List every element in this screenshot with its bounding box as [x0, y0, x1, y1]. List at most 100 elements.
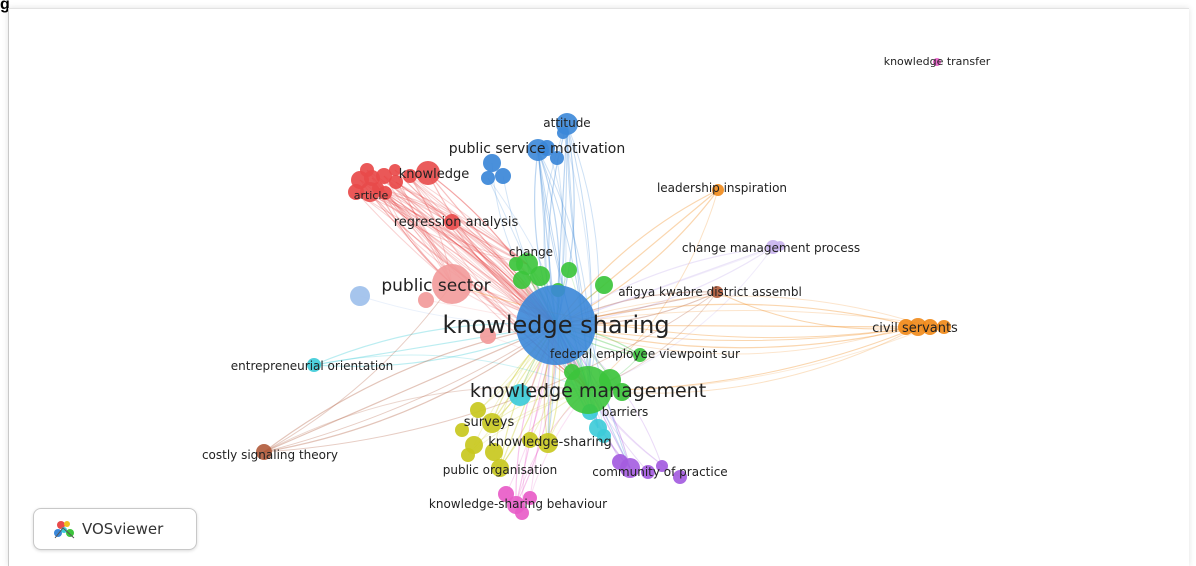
node-knowledge[interactable] — [416, 161, 440, 185]
edge-knowledge-sharing-costly-signaling-theory — [263, 324, 557, 453]
node-community-of-practice[interactable] — [620, 458, 640, 478]
label-costly-signaling-theory[interactable]: costly signaling theory — [202, 448, 338, 462]
label-federal-employee[interactable]: federal employee viewpoint sur — [550, 347, 740, 361]
network-node-yellow[interactable] — [485, 443, 503, 461]
edge-red-cluster — [409, 175, 589, 391]
label-change[interactable]: change — [509, 245, 553, 259]
network-node-yellow[interactable] — [455, 423, 469, 437]
network-node-lightblue[interactable] — [350, 286, 370, 306]
node-public-sector[interactable] — [432, 264, 472, 304]
network-node-salmon[interactable] — [418, 292, 434, 308]
edge-red-cluster — [409, 175, 528, 265]
label-community-of-practice[interactable]: community of practice — [592, 465, 727, 479]
network-node-red[interactable] — [376, 168, 392, 184]
edge-civil-servants — [587, 326, 919, 391]
node-surveys[interactable] — [482, 413, 502, 433]
node-change-management-process[interactable] — [766, 240, 780, 254]
label-knowledge-transfer[interactable]: knowledge transfer — [884, 55, 991, 68]
edge-civil-servants — [716, 291, 919, 330]
node-change[interactable] — [516, 253, 538, 275]
label-knowledge-management[interactable]: knowledge management — [470, 380, 706, 402]
edge-blue-cluster — [547, 123, 568, 444]
node-knowledge-transfer[interactable] — [933, 58, 941, 66]
network-node-purple[interactable] — [673, 470, 687, 484]
network-node-purple[interactable] — [656, 460, 668, 472]
label-knowledge-sharing[interactable]: knowledge sharing — [442, 311, 669, 339]
label-leadership-inspiration[interactable]: leadership inspiration — [657, 181, 787, 195]
network-node-blue[interactable] — [495, 168, 511, 184]
node-afigya-kwabre[interactable] — [711, 286, 723, 298]
edge-satellite — [555, 309, 945, 328]
network-node-blue[interactable] — [483, 154, 501, 172]
node-barriers[interactable] — [589, 419, 607, 437]
network-node-yellow[interactable] — [461, 448, 475, 462]
node-federal-employee[interactable] — [633, 348, 647, 362]
edge-red-cluster — [384, 192, 589, 391]
network-node-red[interactable] — [360, 163, 374, 177]
network-node-green[interactable] — [513, 271, 531, 289]
network-nodes — [256, 58, 951, 520]
network-node-red[interactable] — [348, 184, 364, 200]
edge-knowledge-sharing-costly-signaling-theory — [263, 324, 557, 453]
vosviewer-logo-icon — [54, 521, 75, 539]
edge-knowledge-sharing-civil-servants — [555, 324, 919, 328]
edge-costly-signaling — [263, 291, 718, 453]
edge-knowledge-management-entrepreneurial-orientation — [313, 354, 589, 391]
vosviewer-badge[interactable]: VOSviewer — [33, 508, 197, 550]
label-surveys[interactable]: surveys — [464, 415, 515, 430]
label-change-management-process[interactable]: change management process — [682, 241, 860, 255]
network-node-green[interactable] — [613, 383, 631, 401]
edge-civil-servants — [451, 283, 919, 339]
label-knowledge-sharing-hyphen[interactable]: knowledge-sharing — [488, 435, 612, 450]
node-knowledge-sharing-hyphen[interactable] — [538, 433, 558, 453]
label-public-service-motivation[interactable]: public service motivation — [449, 141, 625, 157]
label-knowledge-sharing-behaviour[interactable]: knowledge-sharing behaviour — [429, 497, 607, 511]
node-knowledge-sharing[interactable] — [516, 285, 596, 365]
label-afigya-kwabre[interactable]: afigya kwabre district assembl — [618, 285, 802, 299]
network-node-blue[interactable] — [550, 151, 564, 165]
node-civil-servants[interactable] — [909, 318, 927, 336]
label-regression-analysis[interactable]: regression analysis — [394, 215, 519, 230]
network-node-pink[interactable] — [523, 491, 537, 505]
network-node-purple[interactable] — [641, 465, 655, 479]
edge-knowledge-management-public-service-motivation — [537, 149, 591, 391]
label-public-organisation[interactable]: public organisation — [443, 463, 558, 477]
node-knowledge-sharing-behaviour[interactable] — [507, 496, 525, 514]
node-attitude[interactable] — [556, 113, 578, 135]
edge-knowledge-management-civil-servants — [587, 326, 919, 394]
edge-satellite — [587, 326, 931, 391]
network-node-yellow[interactable] — [522, 432, 538, 448]
label-entrepreneurial-orientation[interactable]: entrepreneurial orientation — [231, 359, 393, 373]
node-regression-analysis[interactable] — [444, 214, 460, 230]
label-civil-servants[interactable]: civil servants — [872, 321, 958, 336]
network-node-green[interactable] — [595, 276, 613, 294]
node-public-organisation[interactable] — [491, 459, 509, 477]
node-entrepreneurial-orientation[interactable] — [307, 358, 321, 372]
network-node-red[interactable] — [403, 169, 417, 183]
network-node-pink[interactable] — [498, 486, 514, 502]
network-node-orange[interactable] — [937, 320, 951, 334]
network-node-red[interactable] — [389, 164, 401, 176]
edge-red-cluster — [377, 187, 589, 391]
label-public-sector[interactable]: public sector — [381, 276, 490, 296]
label-article[interactable]: article — [354, 189, 389, 202]
network-node-blue[interactable] — [481, 171, 495, 185]
network-node-cyan[interactable] — [509, 384, 531, 406]
label-attitude[interactable]: attitude — [543, 116, 590, 130]
edge-civil-servants — [555, 324, 919, 341]
network-node-yellow[interactable] — [470, 402, 486, 418]
node-leadership-inspiration[interactable] — [712, 184, 724, 196]
label-knowledge[interactable]: knowledge — [399, 167, 469, 182]
node-knowledge-management[interactable] — [564, 366, 612, 414]
edge-red-cluster — [355, 191, 528, 265]
edge-satellite — [555, 324, 907, 355]
network-node-red[interactable] — [389, 175, 403, 189]
edge-red-cluster — [383, 175, 589, 391]
node-public-service-motivation[interactable] — [527, 139, 549, 161]
network-node-green[interactable] — [561, 262, 577, 278]
node-costly-signaling-theory[interactable] — [256, 444, 272, 460]
node-article[interactable] — [360, 182, 380, 202]
network-node-salmon[interactable] — [480, 328, 496, 344]
label-barriers[interactable]: barriers — [602, 405, 649, 419]
